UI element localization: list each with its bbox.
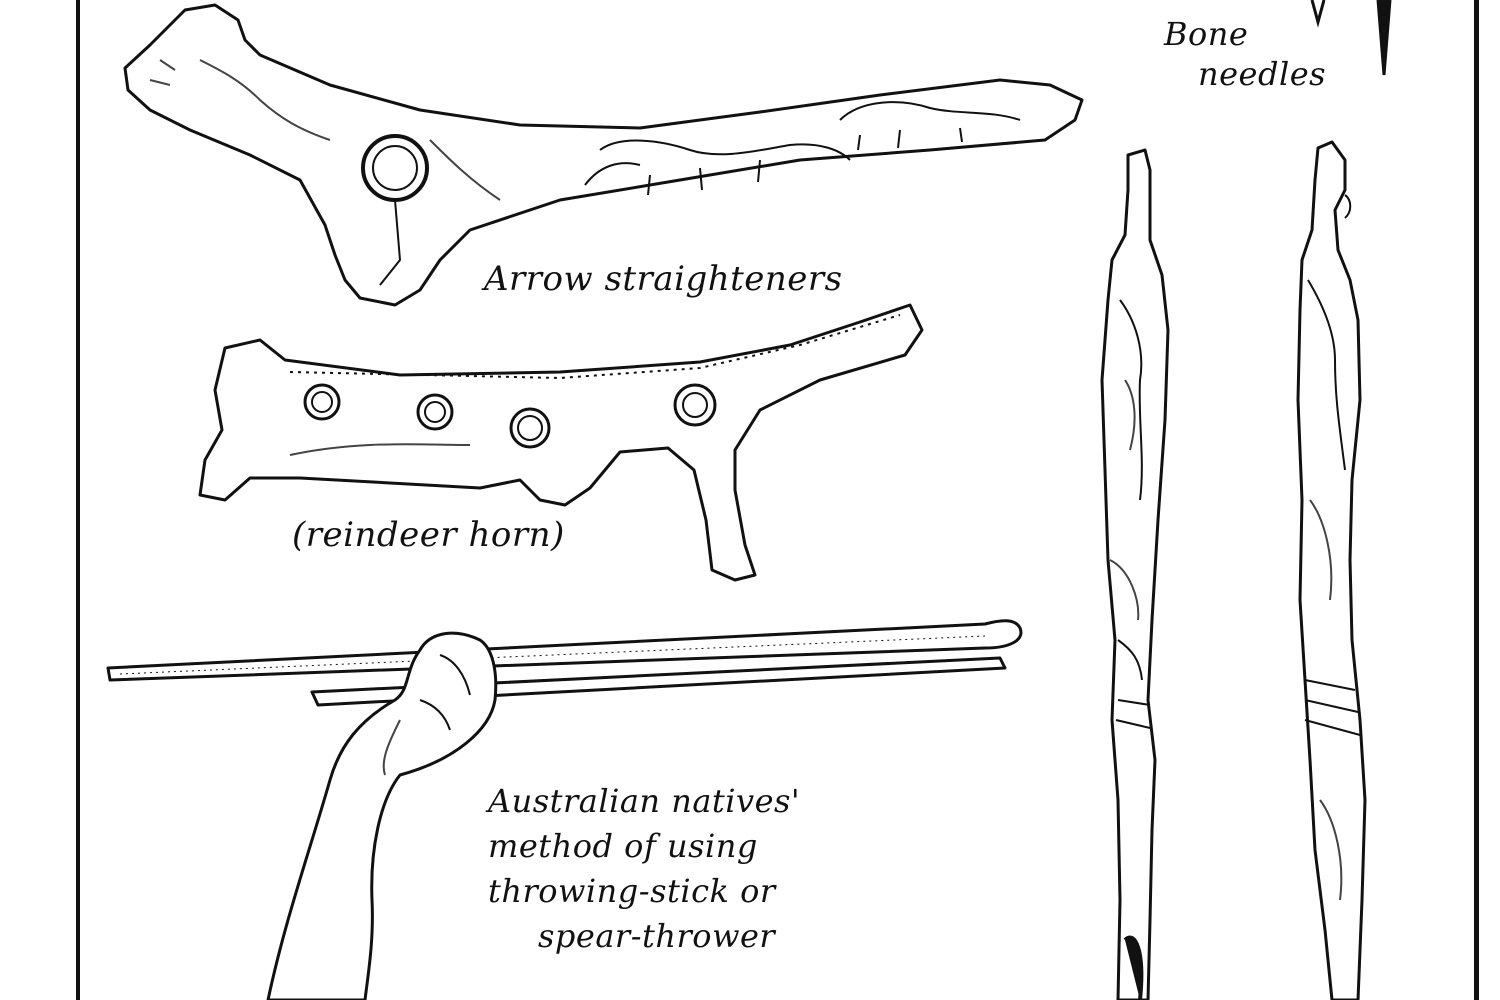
label-arrow-straighteners: Arrow straighteners xyxy=(484,259,843,299)
label-reindeer-horn: (reindeer horn) xyxy=(292,515,565,555)
carved-bone-thrower-right xyxy=(1296,140,1367,1000)
carved-bone-thrower-left xyxy=(1100,148,1170,1000)
label-bone: Bone xyxy=(1164,15,1249,53)
bone-needles-drawing xyxy=(1310,0,1392,76)
label-australian-line-4: spear-thrower xyxy=(538,917,776,955)
arrow-straightener-carved xyxy=(123,3,1084,307)
label-australian-line-1: Australian natives' xyxy=(488,782,801,820)
frame-right-border xyxy=(1474,0,1479,1000)
label-australian-line-3: throwing-stick or xyxy=(488,872,776,910)
label-australian-line-2: method of using xyxy=(488,827,758,865)
spear-thrower-drawing xyxy=(106,619,1023,1000)
label-needles: needles xyxy=(1198,55,1327,93)
arrow-straightener-reindeer-horn xyxy=(198,303,924,582)
frame-left-border xyxy=(76,0,80,1000)
